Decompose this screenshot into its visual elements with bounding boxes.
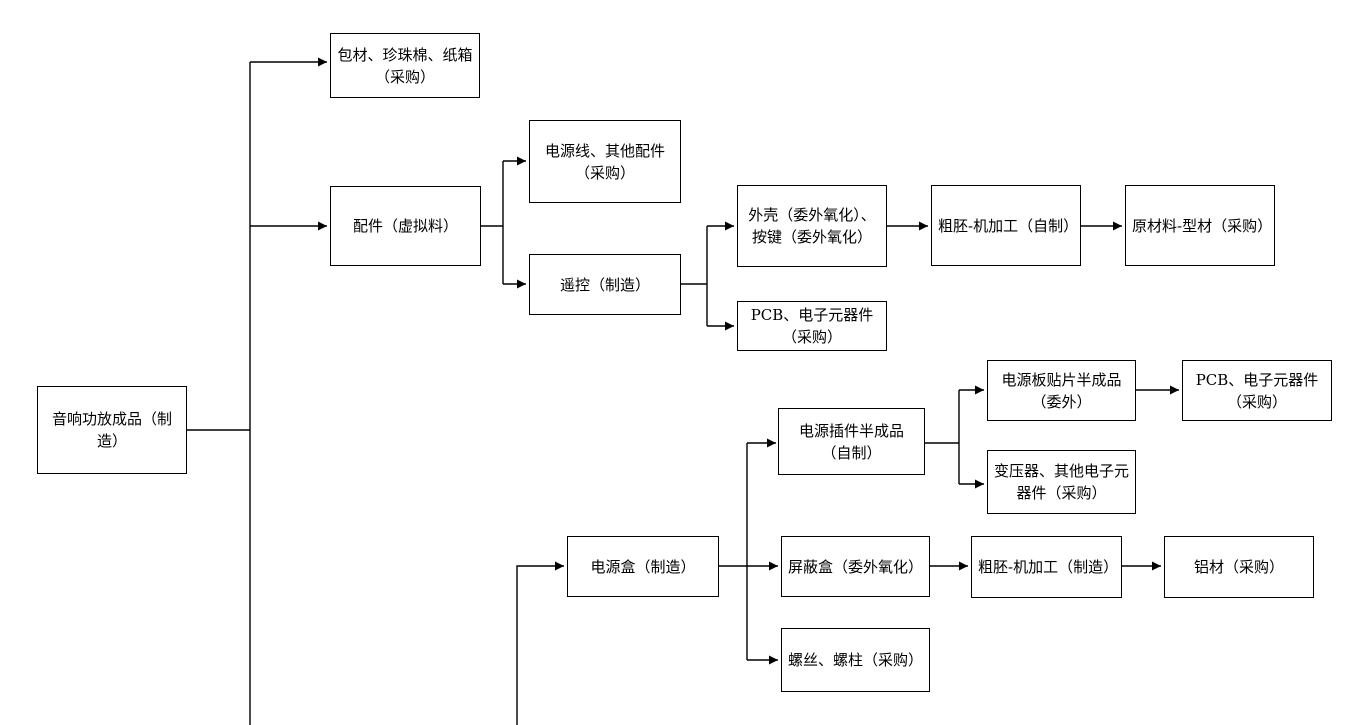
edge-insert-split xyxy=(925,390,960,484)
node-root: 音响功放成品（制造） xyxy=(37,386,187,474)
node-aluminum: 铝材（采购） xyxy=(1164,536,1314,598)
node-remote: 遥控（制造） xyxy=(529,254,681,315)
node-pcb-remote: PCB、电子元器件（采购） xyxy=(737,301,887,351)
edge-powerbox-split xyxy=(719,443,748,660)
node-power-cord: 电源线、其他配件（采购） xyxy=(529,120,681,203)
node-raw-material: 原材料-型材（采购） xyxy=(1125,185,1275,266)
node-pcb-power: PCB、电子元器件（采购） xyxy=(1182,360,1332,421)
edge-remote-split xyxy=(681,226,708,326)
node-power-smt: 电源板贴片半成品（委外） xyxy=(987,360,1136,421)
node-shell: 外壳（委外氧化）、按键（委外氧化） xyxy=(737,185,887,267)
node-shield-box: 屏蔽盒（委外氧化） xyxy=(781,536,930,597)
node-power-insert: 电源插件半成品（自制） xyxy=(778,408,925,475)
node-packaging: 包材、珍珠棉、纸箱（采购） xyxy=(330,33,480,98)
node-transformer: 变压器、其他电子元器件（采购） xyxy=(987,450,1136,514)
edge-root-trunk xyxy=(187,62,251,725)
edge-powerbox-trunk xyxy=(516,561,564,725)
node-power-box: 电源盒（制造） xyxy=(567,536,719,597)
node-rough-blank-2: 粗胚-机加工（制造） xyxy=(971,536,1122,598)
node-accessories: 配件（虚拟料） xyxy=(330,186,481,266)
edge-accessories-split xyxy=(481,161,504,284)
node-rough-blank-1: 粗胚-机加工（自制） xyxy=(931,185,1081,266)
node-screws: 螺丝、螺柱（采购） xyxy=(781,628,930,692)
